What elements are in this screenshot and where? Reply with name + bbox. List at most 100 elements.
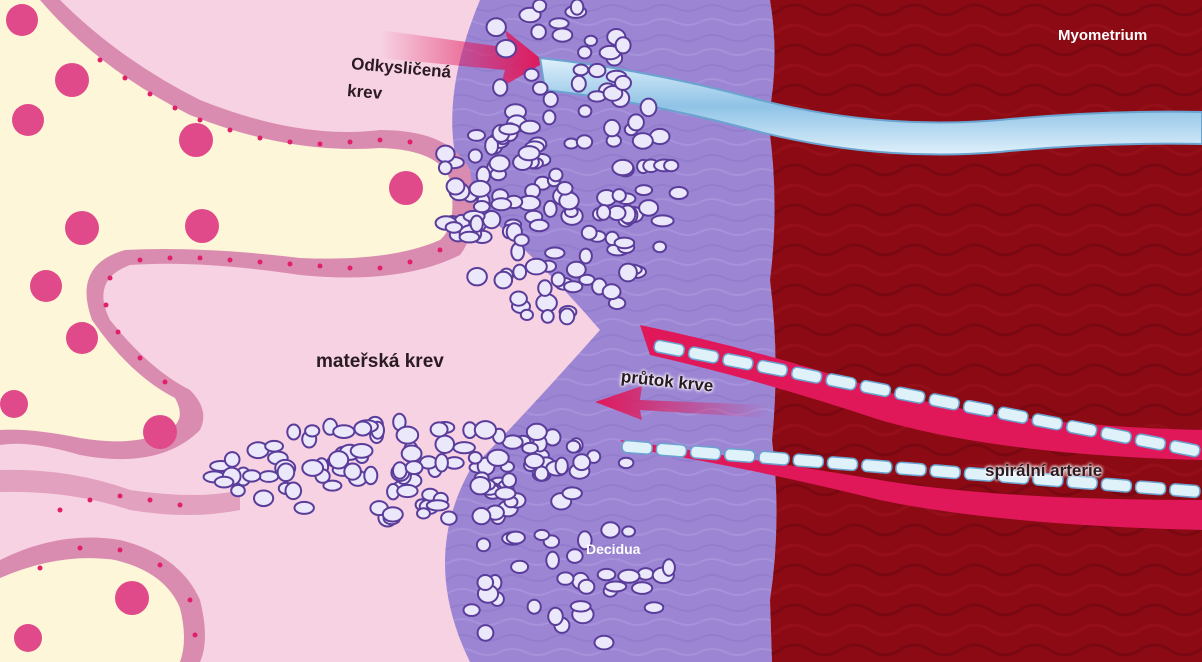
endothelial-cell	[1169, 483, 1200, 497]
trophoblast-cell	[406, 461, 423, 474]
trophoblast-cell	[417, 508, 430, 518]
trophoblast-cell	[585, 36, 597, 46]
trophoblast-cell	[664, 160, 678, 171]
trophoblast-cell	[513, 265, 526, 280]
trophoblast-cell	[351, 444, 373, 458]
trophoblast-cell	[544, 92, 558, 107]
trophoblast-cell	[464, 604, 480, 616]
trophoblast-cell	[454, 442, 475, 453]
trophoblast-cell	[549, 169, 562, 182]
trophoblast-cell	[573, 454, 590, 470]
endothelial-cell	[793, 454, 824, 468]
trophoblast-cell	[548, 608, 563, 625]
trophoblast-cell	[619, 458, 634, 468]
trophoblast-cell	[478, 575, 494, 590]
trophoblast-cell	[619, 264, 637, 282]
trophoblast-cell	[522, 443, 538, 454]
trophoblast-cell	[530, 220, 549, 231]
trophoblast-cell	[582, 226, 597, 240]
trophoblast-cell	[514, 234, 528, 245]
trophoblast-cell	[595, 636, 614, 650]
trophoblast-cell	[572, 76, 586, 92]
trophoblast-cell	[601, 522, 619, 537]
trophoblast-cell	[544, 201, 557, 217]
trophoblast-cell	[531, 25, 546, 40]
trophoblast-cell	[427, 500, 449, 510]
trophoblast-cell	[436, 454, 448, 471]
label-myometrium: Myometrium	[1058, 28, 1147, 45]
label-decidua: Decidua	[586, 542, 640, 557]
trophoblast-cell	[487, 450, 508, 466]
trophoblast-cell	[598, 569, 616, 580]
trophoblast-cell	[612, 160, 633, 175]
trophoblast-cell	[633, 133, 653, 149]
trophoblast-cell	[571, 0, 583, 15]
endothelial-cell	[896, 462, 927, 476]
trophoblast-cell	[460, 232, 480, 243]
trophoblast-cell	[543, 110, 555, 124]
trophoblast-cell	[436, 146, 454, 163]
trophoblast-cell	[580, 249, 592, 264]
endothelial-cell	[827, 456, 858, 470]
trophoblast-cell	[525, 454, 544, 468]
trophoblast-cell	[528, 600, 541, 614]
trophoblast-cell	[259, 471, 278, 482]
trophoblast-cell	[557, 182, 572, 195]
trophoblast-cell	[574, 65, 589, 76]
trophoblast-cell	[467, 268, 487, 285]
trophoblast-cell	[615, 76, 631, 90]
trophoblast-cell	[475, 421, 496, 439]
trophoblast-cell	[628, 114, 644, 130]
endothelial-cell	[861, 459, 892, 473]
trophoblast-cell	[564, 281, 582, 292]
trophoblast-cell	[469, 149, 482, 162]
trophoblast-cell	[556, 458, 568, 475]
trophoblast-cell	[663, 559, 675, 576]
endothelial-cell	[724, 448, 755, 462]
trophoblast-cell	[471, 216, 483, 232]
trophoblast-cell	[622, 526, 635, 536]
trophoblast-cell	[520, 121, 540, 134]
trophoblast-cell	[302, 460, 323, 476]
trophoblast-cell	[491, 198, 511, 210]
trophoblast-cell	[397, 427, 419, 444]
label-maternal-blood: mateřská krev	[316, 352, 444, 373]
trophoblast-cell	[613, 189, 626, 202]
endothelial-cell	[690, 446, 721, 460]
trophoblast-cell	[511, 561, 528, 573]
trophoblast-cell	[535, 530, 550, 540]
trophoblast-cell	[639, 200, 658, 216]
trophoblast-cell	[533, 82, 548, 95]
trophoblast-cell	[477, 538, 490, 551]
trophoblast-cell	[564, 139, 578, 149]
trophoblast-cell	[545, 248, 564, 259]
trophoblast-cell	[519, 146, 540, 160]
trophoblast-cell	[616, 37, 631, 53]
trophoblast-cell	[441, 511, 457, 524]
trophoblast-cell	[563, 487, 582, 499]
trophoblast-cell	[287, 425, 300, 440]
trophoblast-cell	[470, 477, 490, 494]
trophoblast-cell	[470, 181, 491, 197]
trophoblast-cell	[578, 46, 591, 58]
trophoblast-cell	[652, 215, 674, 226]
trophoblast-cell	[549, 18, 568, 28]
trophoblast-cell	[533, 0, 546, 12]
trophoblast-cell	[295, 502, 314, 514]
trophoblast-cell	[474, 201, 490, 212]
trophoblast-cell	[636, 185, 653, 195]
trophoblast-cell	[567, 549, 583, 563]
trophoblast-cell	[553, 28, 573, 41]
trophoblast-cell	[571, 601, 591, 611]
trophoblast-cell	[436, 436, 455, 453]
trophoblast-cell	[329, 451, 348, 468]
trophoblast-cell	[618, 570, 639, 583]
trophoblast-cell	[579, 580, 595, 594]
trophoblast-cell	[577, 135, 592, 148]
trophoblast-cell	[502, 473, 516, 487]
endothelial-cell	[1135, 481, 1166, 495]
trophoblast-cell	[473, 508, 491, 524]
trophoblast-cell	[567, 441, 580, 453]
trophoblast-cell	[604, 120, 620, 136]
